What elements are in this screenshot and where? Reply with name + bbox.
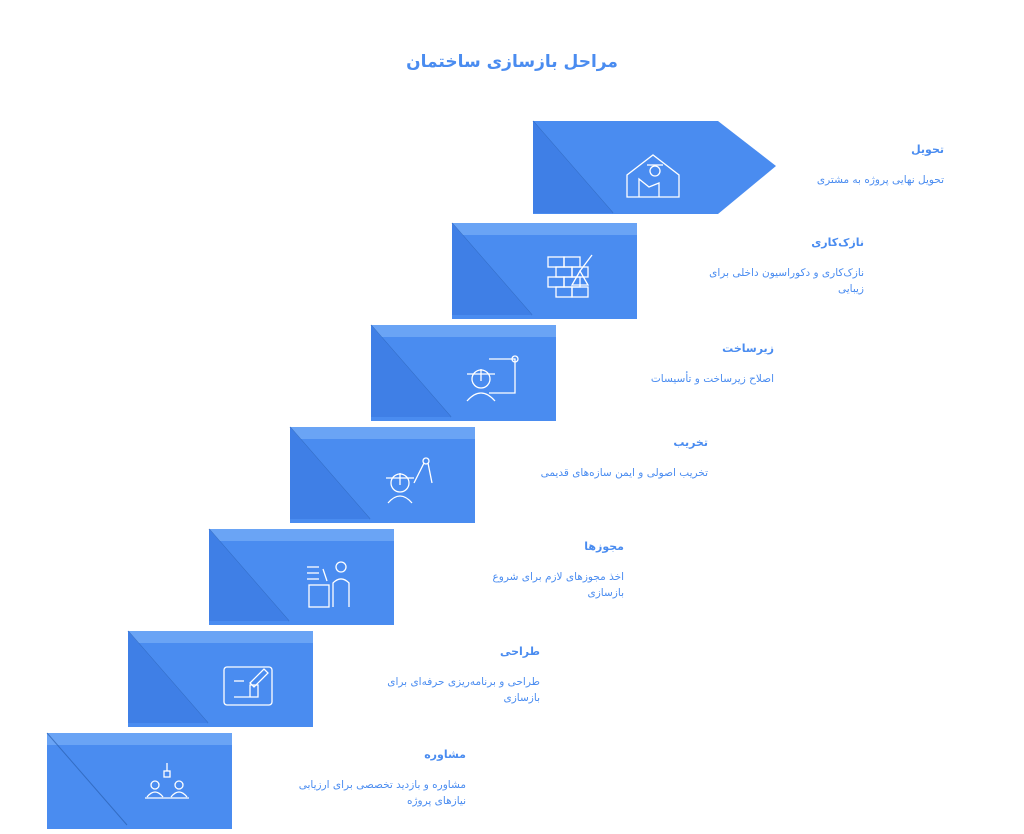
step-description: نازک‌کاری و دکوراسیون داخلی برای زیبایی <box>709 267 864 295</box>
step-face <box>47 745 232 829</box>
step-title: زیرساخت <box>722 342 774 355</box>
step-description: تحویل نهایی پروژه به مشتری <box>816 174 944 186</box>
step-label-design: طراحی طراحی و برنامه‌ریزی حرفه‌ای برای ب… <box>370 645 540 706</box>
step-block <box>451 222 637 319</box>
worker-compass-icon <box>386 457 433 504</box>
step-block <box>370 324 556 421</box>
step-label-infrastructure: زیرساخت اصلاح زیرساخت و تأسیسات <box>584 342 774 387</box>
step-block <box>208 528 394 625</box>
permit-podium-icon <box>307 561 350 608</box>
step-block <box>289 426 475 523</box>
step-description: مشاوره و بازدید تخصصی برای ارزیابی نیازه… <box>298 779 466 807</box>
diagram-title: مراحل بازسازی ساختمان <box>406 52 618 72</box>
step-title: نازک‌کاری <box>811 236 864 249</box>
step-label-consultation: مشاوره مشاوره و بازدید تخصصی برای ارزیاب… <box>286 748 466 809</box>
step-label-finishing: نازک‌کاری نازک‌کاری و دکوراسیون داخلی بر… <box>694 236 864 297</box>
step-description: تخریب اصولی و ایمن سازه‌های قدیمی <box>540 467 708 479</box>
house-delivery-icon <box>626 154 680 198</box>
step-title: تحویل <box>911 143 944 156</box>
brick-trowel-icon <box>547 254 593 298</box>
step-title: مجوزها <box>584 540 624 553</box>
step-block <box>127 630 313 727</box>
step-description: اصلاح زیرساخت و تأسیسات <box>650 373 774 385</box>
step-description: طراحی و برنامه‌ریزی حرفه‌ای برای بازسازی <box>387 676 540 704</box>
step-title: طراحی <box>499 645 540 658</box>
step-label-demolition: تخریب تخریب اصولی و ایمن سازه‌های قدیمی <box>538 436 708 481</box>
blueprint-pencil-icon <box>223 666 273 706</box>
step-block <box>46 732 232 829</box>
step-label-delivery: تحویل تحویل نهایی پروژه به مشتری <box>764 143 944 188</box>
step-title: تخریب <box>673 436 708 449</box>
consultation-icon <box>145 763 189 799</box>
step-description: اخذ مجوزهای لازم برای شروع بازسازی <box>492 571 624 599</box>
step-label-permits: مجوزها اخذ مجوزهای لازم برای شروع بازساز… <box>454 540 624 601</box>
engineer-blueprint-icon <box>466 355 519 402</box>
step-title: مشاوره <box>424 748 466 761</box>
step-block <box>532 120 776 214</box>
